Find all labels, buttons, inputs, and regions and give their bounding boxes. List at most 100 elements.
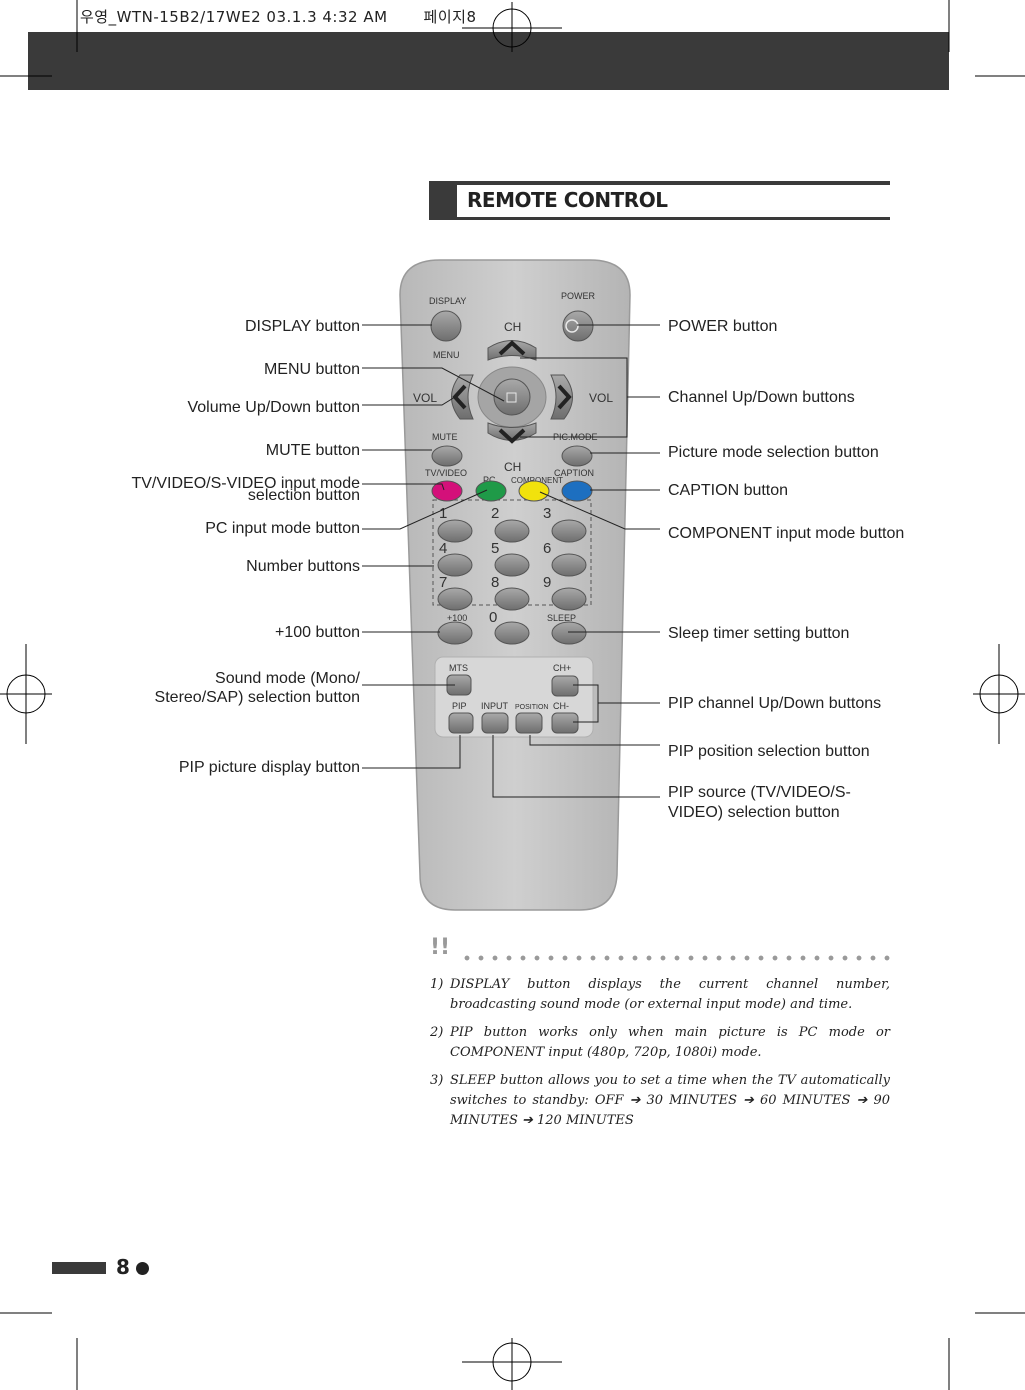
- caption-button[interactable]: [561, 480, 593, 502]
- label-component: COMPONENT input mode button: [668, 525, 905, 542]
- label-caption: CAPTION button: [668, 482, 789, 499]
- number-button-1[interactable]: [437, 519, 473, 543]
- top-bar: [28, 32, 949, 90]
- label-pip-source-line1: PIP source (TV/VIDEO/S-: [668, 784, 851, 801]
- number-label-9: 9: [543, 574, 551, 591]
- note-item: 3) SLEEP button allows you to set a time…: [430, 1071, 890, 1131]
- sleep-button[interactable]: [551, 621, 587, 645]
- remote-label-mute: MUTE: [432, 432, 458, 442]
- remote-label-ch-bottom: CH: [504, 460, 521, 474]
- pip-ch-down-button[interactable]: [551, 712, 579, 734]
- print-page: 페이지8: [423, 8, 477, 26]
- chevron-down-icon: [498, 428, 526, 444]
- remote-label-vol-right: VOL: [589, 391, 613, 405]
- remote-label-display: DISPLAY: [429, 296, 466, 306]
- pip-ch-up-button[interactable]: [551, 675, 579, 697]
- header-rule-top: [429, 181, 890, 185]
- label-number: Number buttons: [246, 558, 360, 575]
- power-icon: [565, 319, 579, 333]
- pip-button[interactable]: [448, 712, 474, 734]
- label-pip-position: PIP position selection button: [668, 743, 870, 760]
- number-label-2: 2: [491, 505, 499, 522]
- label-pip-source-line2: VIDEO) selection button: [668, 804, 840, 821]
- pc-button[interactable]: [475, 480, 507, 502]
- label-pip-channel: PIP channel Up/Down buttons: [668, 695, 882, 712]
- remote-label-chplus: CH+: [553, 663, 571, 673]
- number-label-8: 8: [491, 574, 499, 591]
- label-pip-display: PIP picture display button: [178, 759, 360, 776]
- number-button-6[interactable]: [551, 553, 587, 577]
- notes-dotted-rule: [460, 955, 890, 961]
- label-display: DISPLAY button: [244, 318, 360, 335]
- label-channel: Channel Up/Down buttons: [668, 389, 855, 406]
- picmode-button[interactable]: [561, 445, 593, 467]
- header-rule-bottom: [429, 217, 890, 220]
- label-pc: PC input mode button: [205, 520, 360, 537]
- plus100-button[interactable]: [437, 621, 473, 645]
- label-picmode: Picture mode selection button: [668, 444, 879, 461]
- remote-label-sleep: SLEEP: [547, 613, 576, 623]
- page-number: 8: [116, 1255, 130, 1279]
- label-menu: MENU button: [263, 361, 360, 378]
- header-block: [429, 181, 457, 220]
- menu-square-icon: [506, 392, 517, 403]
- remote-label-mts: MTS: [449, 663, 468, 673]
- number-button-0[interactable]: [494, 621, 530, 645]
- section-header: REMOTE CONTROL: [429, 181, 890, 221]
- label-mute: MUTE button: [265, 442, 360, 459]
- remote-label-ch-top: CH: [504, 320, 521, 334]
- note-number: 1): [430, 977, 444, 992]
- input-button[interactable]: [481, 712, 509, 734]
- number-label-7: 7: [439, 574, 447, 591]
- display-button[interactable]: [430, 310, 462, 342]
- chevron-up-icon: [498, 340, 526, 356]
- remote-label-vol-left: VOL: [413, 391, 437, 405]
- number-label-4: 4: [439, 540, 447, 557]
- label-power: POWER button: [668, 318, 778, 335]
- number-button-8[interactable]: [494, 587, 530, 611]
- label-volume: Volume Up/Down button: [187, 399, 360, 416]
- number-button-7[interactable]: [437, 587, 473, 611]
- remote-control: DISPLAY POWER CH MENU VOL VOL MUTE PIC.M…: [399, 259, 631, 911]
- note-text: PIP button works only when main picture …: [450, 1025, 890, 1060]
- number-button-9[interactable]: [551, 587, 587, 611]
- notes: 1) DISPLAY button displays the current c…: [430, 975, 890, 1139]
- number-button-2[interactable]: [494, 519, 530, 543]
- mute-button[interactable]: [431, 445, 463, 467]
- ch-down-button[interactable]: [487, 422, 537, 441]
- note-text: DISPLAY button displays the current chan…: [450, 977, 890, 1012]
- vol-up-button[interactable]: [550, 374, 573, 420]
- number-button-5[interactable]: [494, 553, 530, 577]
- note-item: 1) DISPLAY button displays the current c…: [430, 975, 890, 1015]
- component-button[interactable]: [518, 480, 550, 502]
- tvvideo-button[interactable]: [431, 480, 463, 502]
- remote-label-position: POSITION: [515, 704, 548, 711]
- page-number-dot: [136, 1262, 149, 1275]
- remote-label-pip: PIP: [452, 701, 467, 711]
- remote-label-plus100: +100: [447, 613, 467, 623]
- note-text: SLEEP button allows you to set a time wh…: [450, 1073, 890, 1128]
- number-label-0: 0: [489, 609, 497, 626]
- label-plus100: +100 button: [275, 624, 360, 641]
- number-label-3: 3: [543, 505, 551, 522]
- note-number: 3): [430, 1073, 444, 1088]
- remote-label-pc: PC: [483, 475, 496, 485]
- position-button[interactable]: [515, 712, 543, 734]
- number-label-6: 6: [543, 540, 551, 557]
- section-title: REMOTE CONTROL: [467, 188, 668, 212]
- menu-button[interactable]: [493, 378, 531, 416]
- remote-label-menu: MENU: [433, 350, 460, 360]
- label-sound-line2: Stereo/SAP) selection button: [154, 689, 360, 706]
- number-button-4[interactable]: [437, 553, 473, 577]
- number-button-3[interactable]: [551, 519, 587, 543]
- label-tvvideo-line1: TV/VIDEO/S-VIDEO input mode: [131, 475, 360, 492]
- remote-label-input: INPUT: [481, 701, 509, 711]
- number-label-5: 5: [491, 540, 499, 557]
- vol-down-button[interactable]: [451, 374, 474, 420]
- remote-label-chminus: CH-: [553, 701, 569, 711]
- notes-marker: !!: [430, 935, 451, 960]
- label-sound-line1: Sound mode (Mono/: [215, 670, 360, 687]
- ch-up-button[interactable]: [487, 340, 537, 361]
